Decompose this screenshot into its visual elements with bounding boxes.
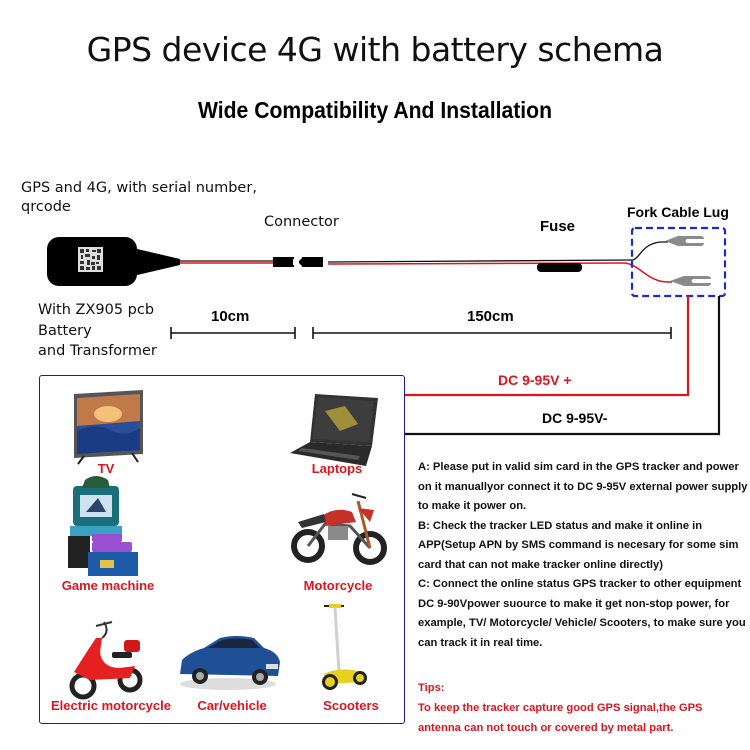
tips: Tips: To keep the tracker capture good G… xyxy=(418,678,748,738)
negative-label: DC 9-95V- xyxy=(542,410,608,426)
positive-wire xyxy=(404,296,690,397)
motorcycle-icon xyxy=(291,493,387,565)
negative-wire xyxy=(404,296,721,436)
instruction-step-a: A: Please put in valid sim card in the G… xyxy=(418,461,748,512)
page-subtitle: Wide Compatibility And Installation xyxy=(197,97,553,123)
device-label-line2: qrcode xyxy=(21,199,71,215)
fork-lug-box xyxy=(630,226,727,298)
tv-icon xyxy=(74,390,143,465)
product-label-laptops: Laptops xyxy=(311,461,363,476)
gps-device-icon xyxy=(47,237,180,286)
fork-lug-label: Fork Cable Lug xyxy=(627,204,729,220)
electric-scooter-icon xyxy=(69,621,143,700)
tips-heading: Tips: xyxy=(418,682,445,694)
device-spec-line1: With ZX905 pcb xyxy=(38,302,155,318)
instruction-step-b: B: Check the tracker LED status and make… xyxy=(418,519,739,571)
car-icon xyxy=(180,636,280,690)
device-spec-line3: and Transformer xyxy=(38,343,157,359)
product-label-electric-motorcycle: Electric motorcycle xyxy=(51,698,171,713)
product-label-scooters: Scooters xyxy=(323,698,379,713)
connector-label: Connector xyxy=(264,214,339,230)
arcade-machine-icon xyxy=(68,476,138,576)
connector-icon xyxy=(273,257,323,267)
product-label-motorcycle: Motorcycle xyxy=(303,578,373,593)
product-label-tv: TV xyxy=(97,461,115,476)
product-label-game-machine: Game machine xyxy=(61,578,155,593)
dimension-150cm: 150cm xyxy=(467,308,514,325)
self-balancing-scooter-icon xyxy=(322,604,367,690)
device-label-line1: GPS and 4G, with serial number, xyxy=(21,180,257,196)
instruction-step-c: C: Connect the online status GPS tracker… xyxy=(418,578,746,649)
fuse-icon xyxy=(537,263,582,272)
dimension-10cm: 10cm xyxy=(211,308,250,325)
compatibility-panel: TV Laptops Game machine Motorcycle Elect… xyxy=(39,375,405,724)
product-label-car: Car/vehicle xyxy=(197,698,267,713)
fork-cable-lug-icon xyxy=(665,236,711,286)
device-spec-line2: Battery xyxy=(38,323,92,339)
fuse-label: Fuse xyxy=(540,218,576,235)
positive-label: DC 9-95V + xyxy=(498,372,572,388)
laptop-icon xyxy=(290,394,378,466)
instructions: A: Please put in valid sim card in the G… xyxy=(418,458,748,653)
tips-text: To keep the tracker capture good GPS sig… xyxy=(418,702,703,734)
page-title: GPS device 4G with battery schema xyxy=(86,30,664,69)
